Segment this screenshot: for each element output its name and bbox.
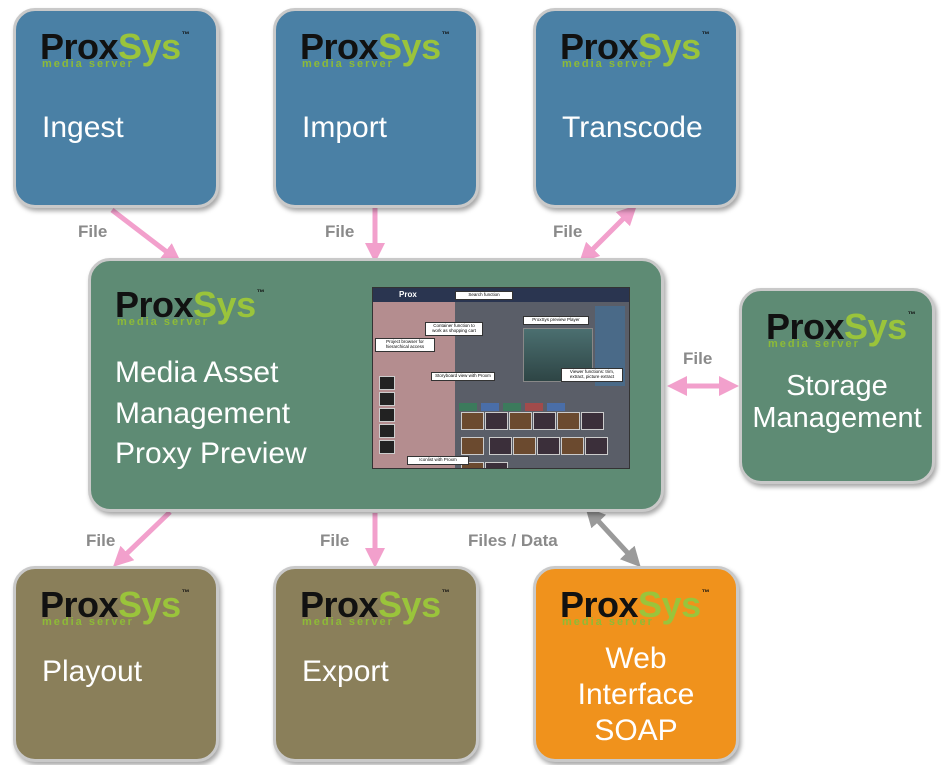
mam-box: ProxSys™ media server Media Asset Manage… <box>88 258 664 512</box>
storage-label-line2: Management <box>752 401 922 434</box>
playout-label: Playout <box>42 655 143 688</box>
callout-list: Iconlist with Proxm <box>407 456 469 465</box>
mam-screenshot-thumbnail: Prox Search function Container function … <box>372 287 630 469</box>
mam-label-line2: Management <box>115 396 291 430</box>
web-interface-box: ProxSys™ media server Web Interface SOAP <box>533 566 739 762</box>
web-label: Web Interface SOAP <box>536 641 736 749</box>
ingest-label: Ingest <box>42 111 124 144</box>
callout-storyboard: Storyboard view with Proxm <box>431 372 495 381</box>
arrow-ingest-to-mam <box>110 208 182 264</box>
callout-viewer: Viewer functions: trim, extract, picture… <box>561 368 623 382</box>
edge-label-transcode: File <box>553 222 583 241</box>
mam-label-line3: Proxy Preview <box>115 437 307 470</box>
callout-project: Project browser for hierarchical access <box>375 338 435 352</box>
arrow-transcode-mam <box>579 205 637 263</box>
proxsys-logo: ProxSys™ media server <box>766 306 916 350</box>
edge-label-storage: File <box>683 349 713 368</box>
proxsys-logo: ProxSys™ media server <box>115 284 265 328</box>
proxsys-logo: ProxSys™ media server <box>40 26 190 70</box>
edge-label-web: Files / Data <box>468 531 558 550</box>
import-box: ProxSys™ media server Import <box>273 8 479 208</box>
web-label-line1: Web <box>605 642 667 675</box>
import-label: Import <box>302 111 388 144</box>
storage-label-line1: Storage <box>786 370 888 402</box>
proxsys-logo: ProxSys™ media server <box>300 26 450 70</box>
edge-label-import: File <box>325 222 355 241</box>
proxsys-logo: ProxSys™ media server <box>560 26 710 70</box>
callout-player: ProxSys preview Player <box>523 316 589 325</box>
thumb-grid <box>461 412 625 468</box>
mam-label-line1: Media Asset <box>115 356 279 389</box>
proxsys-logo: ProxSys™ media server <box>40 584 190 628</box>
arrow-mam-to-playout <box>112 510 172 567</box>
export-box: ProxSys™ media server Export <box>273 566 479 762</box>
export-label: Export <box>302 655 389 688</box>
mam-label: Media Asset Management Proxy Preview <box>115 353 307 475</box>
web-label-line3: SOAP <box>594 714 678 747</box>
proxsys-logo: ProxSys™ media server <box>560 584 710 628</box>
transcode-box: ProxSys™ media server Transcode <box>533 8 739 208</box>
edge-label-ingest: File <box>78 222 108 241</box>
arrow-mam-web <box>585 506 641 568</box>
proxsys-logo: ProxSys™ media server <box>300 584 450 628</box>
storage-label: Storage Management <box>742 370 932 435</box>
thumb-tab-strip <box>459 398 625 411</box>
ingest-box: ProxSys™ media server Ingest <box>13 8 219 208</box>
transcode-label: Transcode <box>562 111 703 144</box>
edge-label-playout: File <box>86 531 116 550</box>
edge-label-export: File <box>320 531 350 550</box>
callout-container: Container function to work as shopping c… <box>425 322 483 336</box>
thumb-brand: Prox <box>399 290 417 299</box>
web-label-line2: Interface <box>577 678 695 711</box>
playout-box: ProxSys™ media server Playout <box>13 566 219 762</box>
callout-search: Search function <box>455 291 513 300</box>
storage-box: ProxSys™ media server Storage Management <box>739 288 935 484</box>
